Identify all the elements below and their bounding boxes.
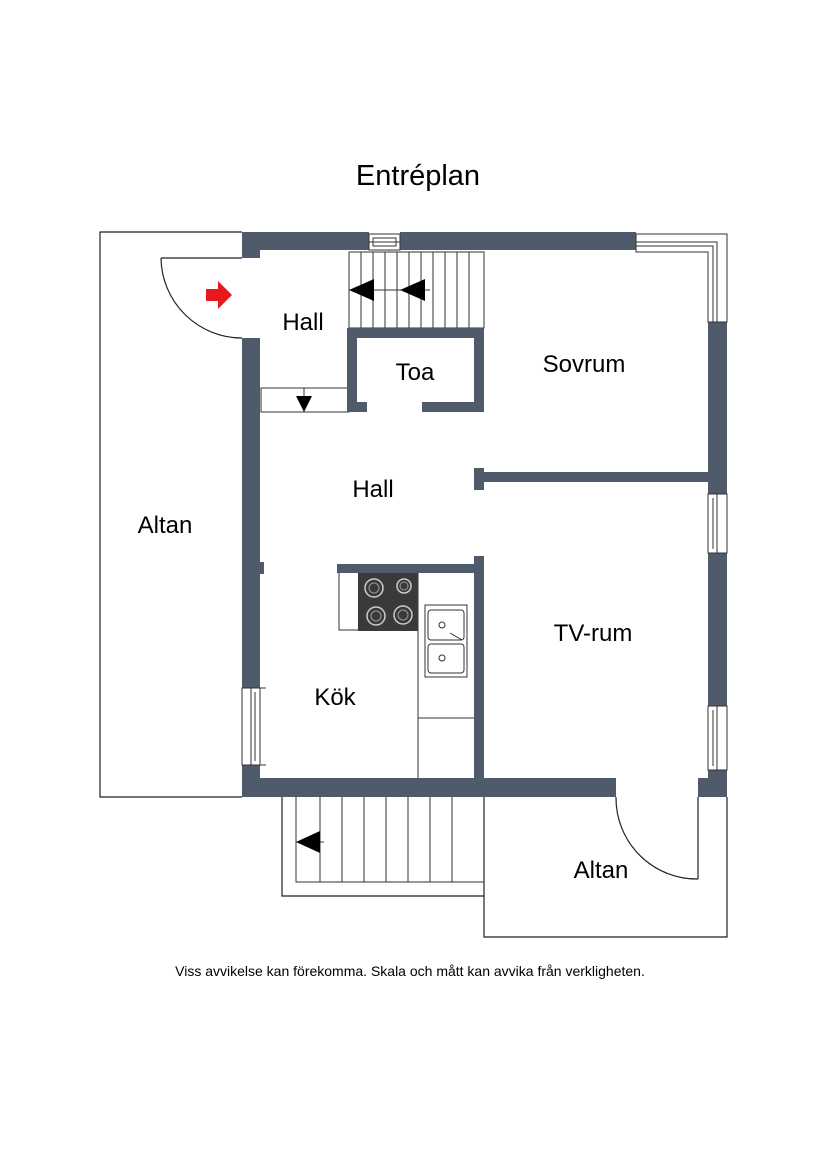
room-label-kok: Kök	[314, 684, 356, 711]
window-icon	[707, 493, 728, 554]
hall-step	[260, 387, 350, 413]
room-label-hall-top: Hall	[282, 309, 323, 336]
altan-bottom-outline	[483, 797, 728, 938]
stair-arrow-icon	[349, 279, 374, 301]
altan-left-outline	[99, 231, 242, 798]
room-label-altan-left: Altan	[138, 512, 193, 539]
exterior-stairs	[281, 797, 484, 897]
kitchen-counter	[338, 573, 474, 778]
plan-title: Entréplan	[356, 160, 480, 192]
room-label-toa: Toa	[396, 359, 435, 386]
window-icon	[635, 233, 728, 323]
room-label-sovrum: Sovrum	[543, 351, 626, 378]
window-icon	[241, 687, 266, 766]
room-label-hall-main: Hall	[352, 476, 393, 503]
room-label-tv-rum: TV-rum	[554, 620, 633, 647]
room-label-altan-bottom: Altan	[574, 857, 629, 884]
sink-icon	[424, 604, 468, 678]
disclaimer-text: Viss avvikelse kan förekomma. Skala och …	[175, 963, 645, 979]
stair-arrow-icon	[296, 396, 312, 412]
window-icon	[707, 705, 728, 771]
interior-stairs	[348, 251, 485, 329]
stair-arrow-icon	[400, 279, 425, 301]
exterior-walls	[242, 232, 727, 797]
entrance-arrow-icon	[206, 281, 232, 309]
entrance-door	[160, 257, 243, 339]
interior-walls	[260, 328, 710, 778]
door-swing-icon	[615, 796, 699, 880]
window-icon	[368, 233, 401, 251]
stair-arrow-icon	[296, 831, 320, 853]
